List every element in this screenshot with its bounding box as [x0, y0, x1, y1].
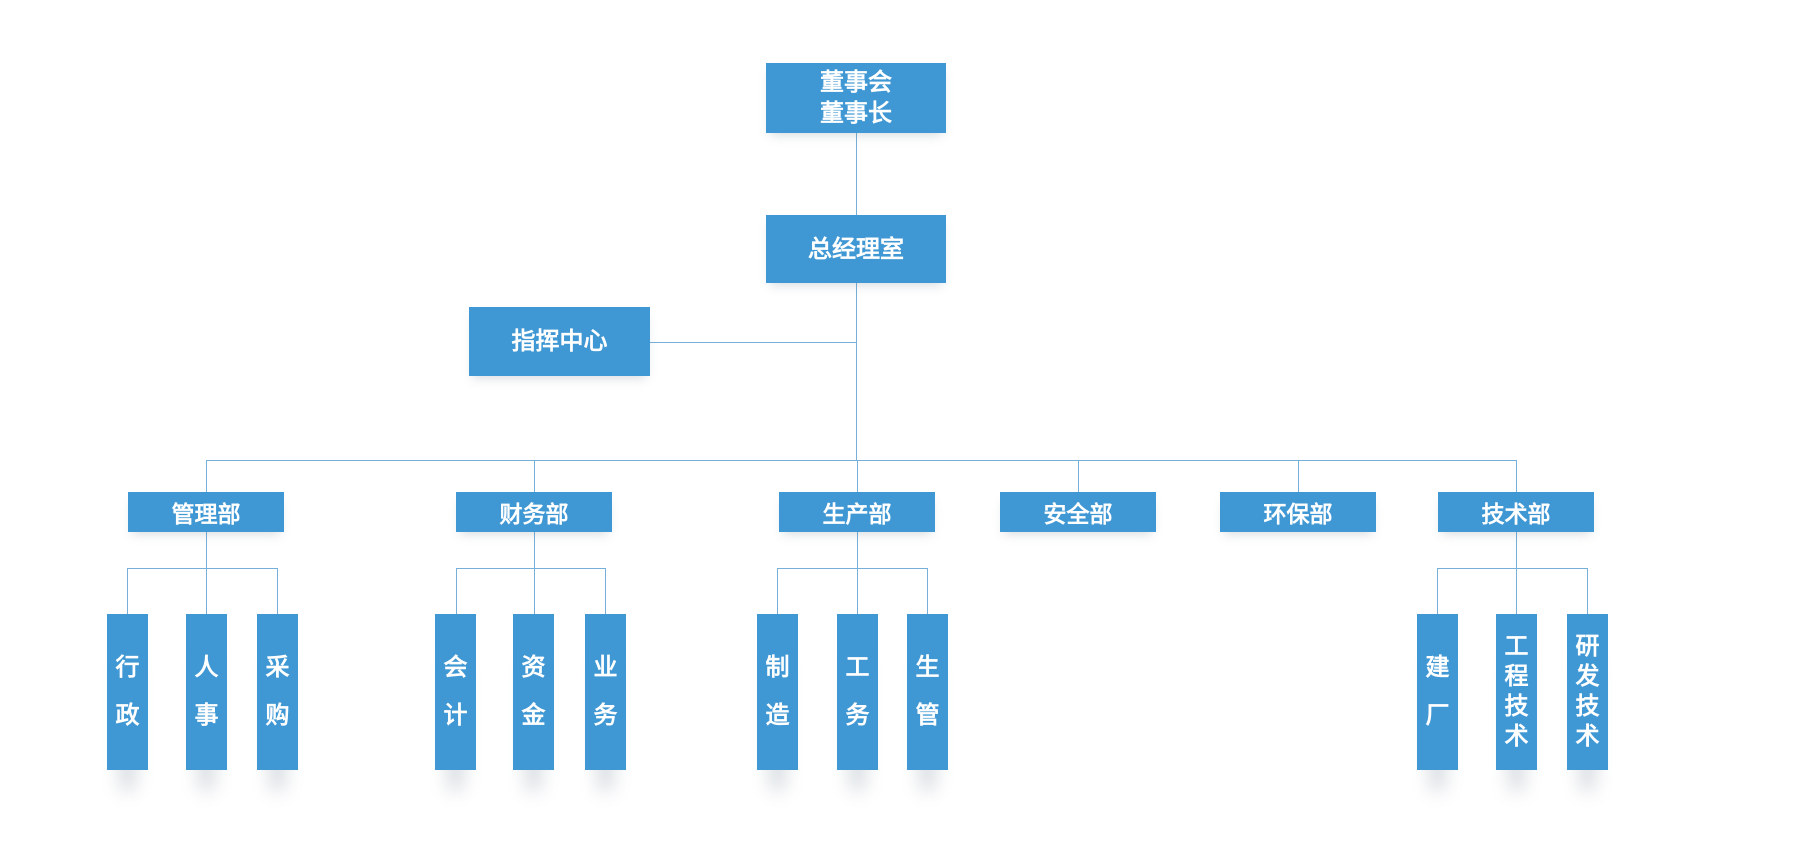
connector-line	[127, 568, 128, 614]
org-node-team-business[interactable]: 业务	[585, 614, 626, 770]
org-node-label: 技术部	[1481, 501, 1551, 527]
org-node-label: 制造	[765, 654, 790, 729]
connector-line	[605, 568, 606, 614]
org-node-label: 会计	[443, 654, 468, 729]
connector-line	[1516, 568, 1517, 614]
connector-line	[1587, 568, 1588, 614]
connector-line	[857, 460, 858, 492]
connector-line	[777, 568, 928, 569]
org-node-dept-management[interactable]: 管理部	[128, 492, 284, 532]
org-node-label: 建厂	[1425, 654, 1450, 729]
connector-line	[1437, 568, 1588, 569]
org-node-label: 工程技术	[1504, 633, 1529, 750]
connector-line	[1437, 568, 1438, 614]
org-node-label: 业务	[593, 654, 618, 729]
org-node-label: 环保部	[1263, 501, 1333, 527]
org-node-label: 生管	[915, 654, 940, 729]
org-node-team-accounting[interactable]: 会计	[435, 614, 476, 770]
connector-line	[534, 460, 535, 492]
org-node-label: 行政	[115, 654, 140, 729]
org-node-label: 资金	[521, 654, 546, 729]
connector-line	[650, 342, 856, 343]
org-node-label: 董事长	[820, 100, 892, 127]
connector-line	[206, 460, 1516, 461]
org-node-team-rd-tech[interactable]: 研发技术	[1567, 614, 1608, 770]
org-node-label: 安全部	[1043, 501, 1113, 527]
org-node-team-manufacturing[interactable]: 制造	[757, 614, 798, 770]
org-node-label: 董事会	[820, 69, 892, 96]
connector-line	[534, 568, 535, 614]
org-node-team-works[interactable]: 工务	[837, 614, 878, 770]
connector-line	[1078, 460, 1079, 492]
connector-line	[206, 532, 207, 568]
org-node-label: 人事	[194, 654, 219, 729]
org-node-team-engineering-tech[interactable]: 工程技术	[1496, 614, 1537, 770]
connector-line	[127, 568, 278, 569]
connector-line	[206, 568, 207, 614]
org-node-dept-safety[interactable]: 安全部	[1000, 492, 1156, 532]
org-node-team-admin[interactable]: 行政	[107, 614, 148, 770]
connector-line	[857, 532, 858, 568]
connector-line	[777, 568, 778, 614]
org-node-label: 采购	[265, 654, 290, 729]
connector-line	[534, 532, 535, 568]
org-node-label: 总经理室	[808, 235, 904, 263]
connector-line	[1298, 460, 1299, 492]
org-node-label: 研发技术	[1575, 633, 1600, 750]
org-node-team-production-control[interactable]: 生管	[907, 614, 948, 770]
org-node-label: 指挥中心	[511, 328, 608, 355]
connector-line	[856, 133, 857, 215]
org-node-label: 管理部	[171, 501, 241, 527]
connector-line	[856, 283, 857, 460]
org-node-team-hr[interactable]: 人事	[186, 614, 227, 770]
org-node-dept-environment[interactable]: 环保部	[1220, 492, 1376, 532]
org-node-label: 工务	[845, 654, 870, 729]
connector-line	[857, 568, 858, 614]
org-node-label: 财务部	[499, 501, 569, 527]
connector-line	[1516, 460, 1517, 492]
org-node-team-plant-construction[interactable]: 建厂	[1417, 614, 1458, 770]
org-node-dept-finance[interactable]: 财务部	[456, 492, 612, 532]
org-node-team-procurement[interactable]: 采购	[257, 614, 298, 770]
connector-line	[277, 568, 278, 614]
org-node-command-center[interactable]: 指挥中心	[469, 307, 650, 376]
connector-line	[927, 568, 928, 614]
org-node-label: 生产部	[822, 501, 892, 527]
connector-line	[1516, 532, 1517, 568]
connector-line	[206, 460, 207, 492]
connector-line	[456, 568, 457, 614]
org-node-dept-production[interactable]: 生产部	[779, 492, 935, 532]
org-node-dept-technology[interactable]: 技术部	[1438, 492, 1594, 532]
connector-line	[456, 568, 606, 569]
org-node-team-funds[interactable]: 资金	[513, 614, 554, 770]
org-node-general-manager-office[interactable]: 总经理室	[766, 215, 946, 283]
org-node-board-chairman[interactable]: 董事会 董事长	[766, 63, 946, 133]
